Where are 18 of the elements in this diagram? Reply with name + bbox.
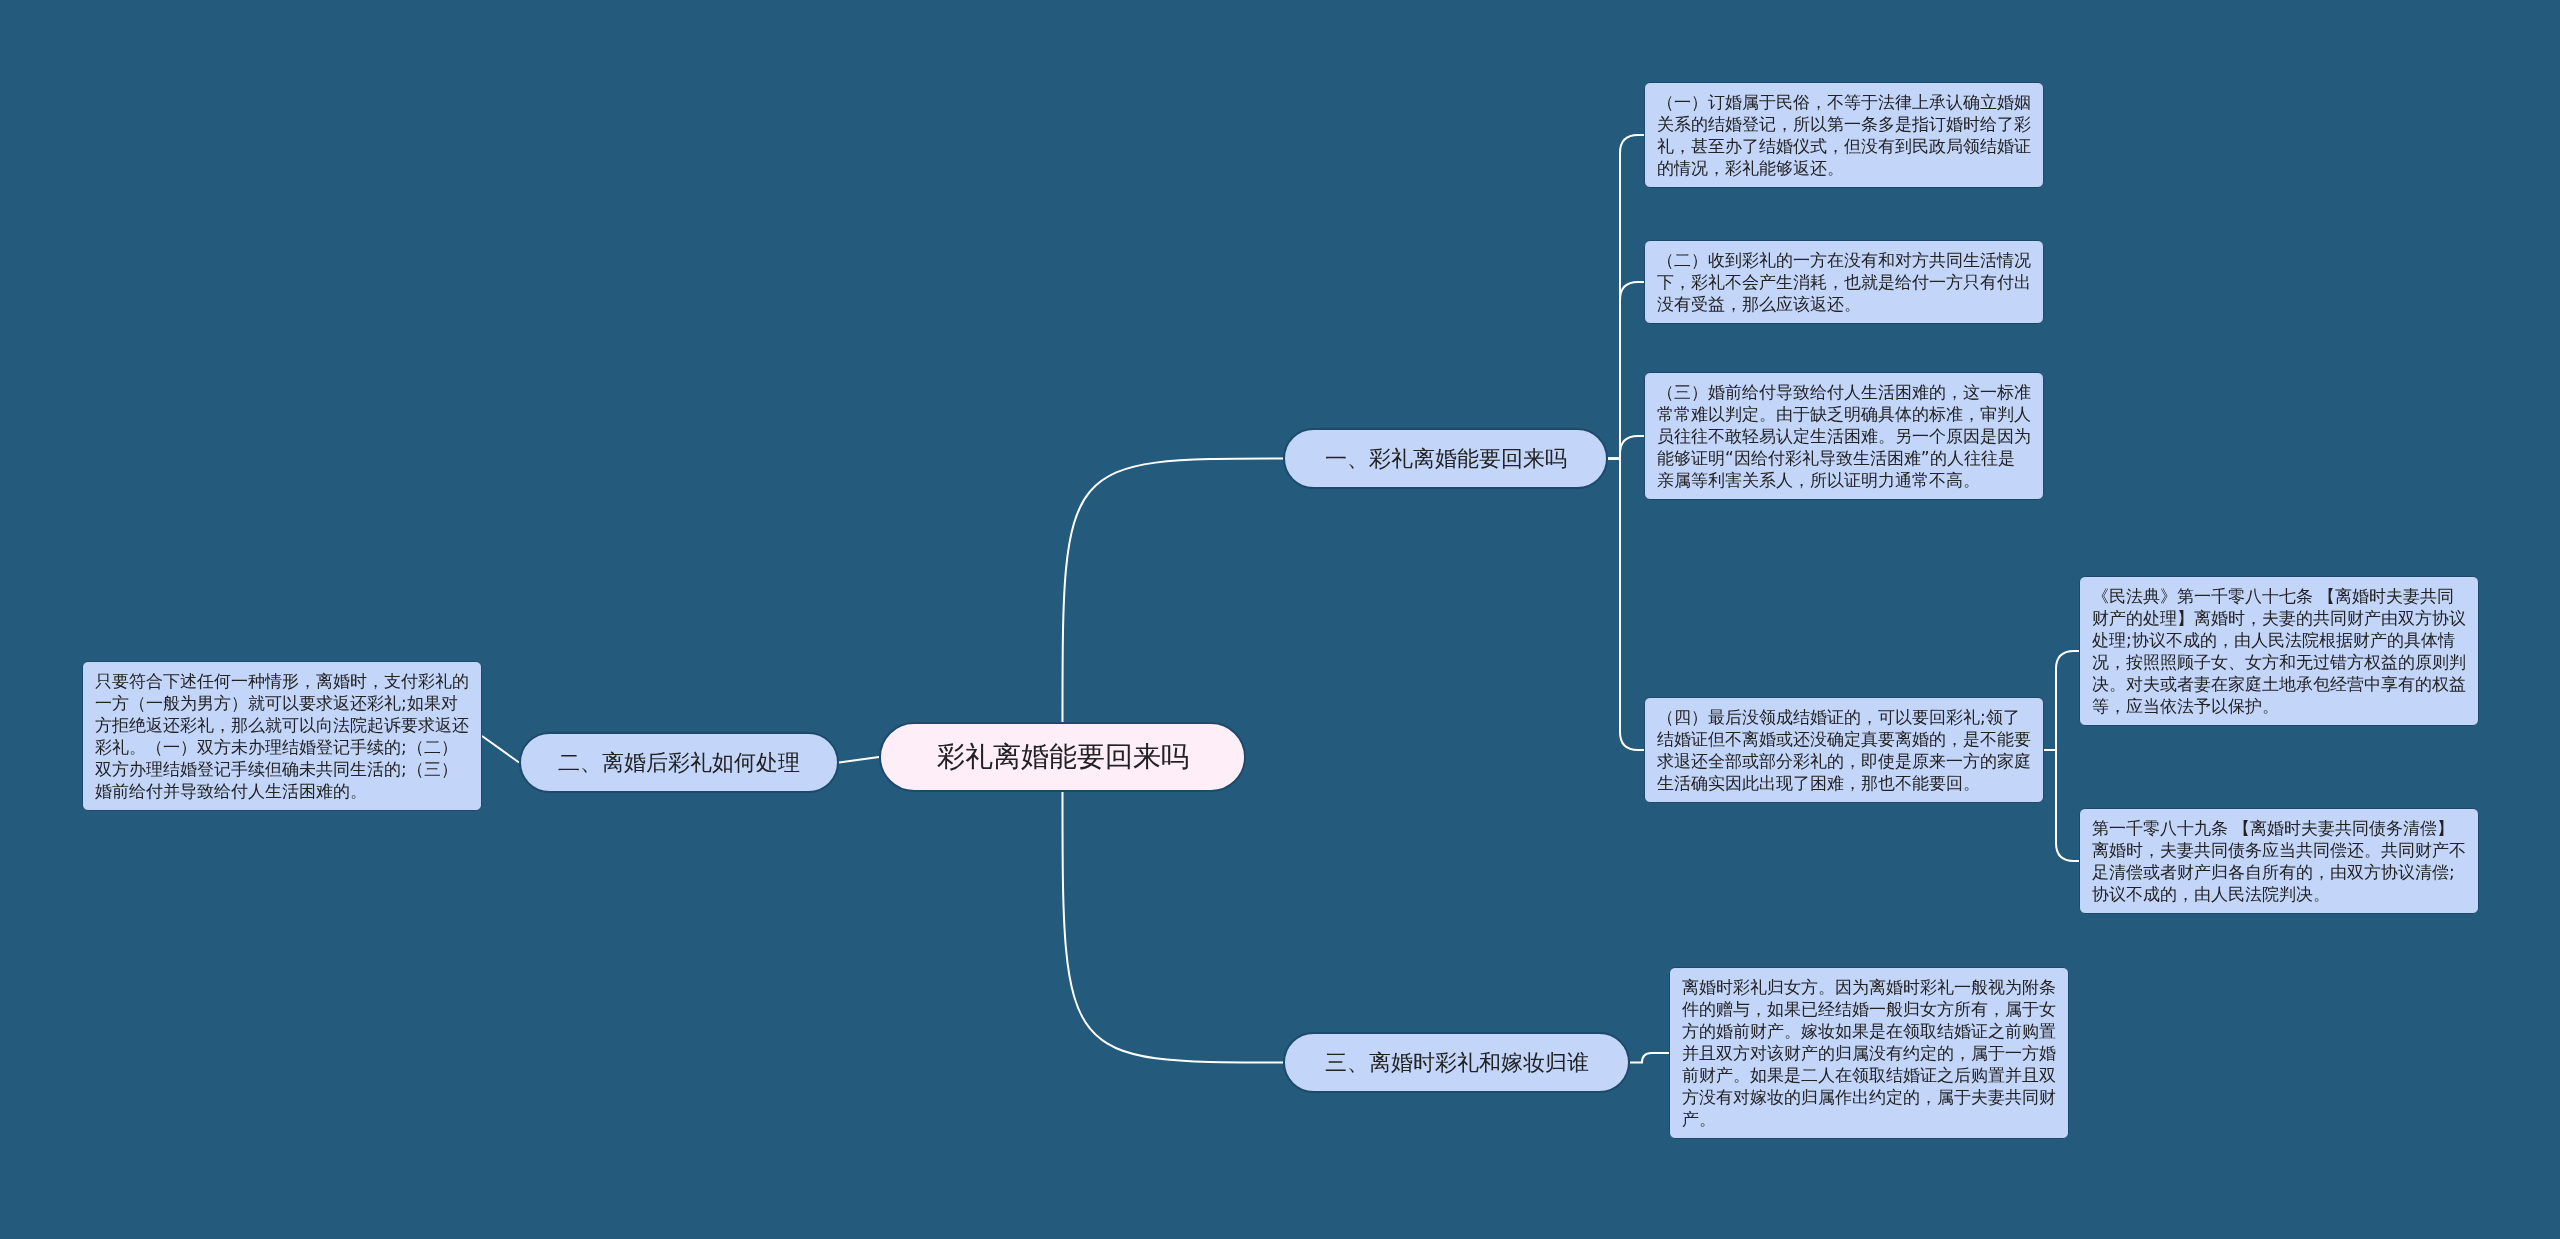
topic-pill: 一、彩礼离婚能要回来吗 bbox=[1283, 428, 1608, 489]
connector-line bbox=[1061, 791, 1284, 1064]
text-card: （二）收到彩礼的一方在没有和对方共同生活情况下，彩礼不会产生消耗，也就是给付一方只有付出没有受益，那么应该返还。 bbox=[1644, 240, 2044, 324]
text-card: （一）订婚属于民俗，不等于法律上承认确立婚姻关系的结婚登记，所以第一条多是指订婚时给了彩礼，甚至办了结婚仪式，但没有到民政局领结婚证的情况，彩礼能够返还。 bbox=[1644, 82, 2044, 188]
text-card: 离婚时彩礼归女方。因为离婚时彩礼一般视为附条件的赠与，如果已经结婚一般归女方所有，属于女方的婚前财产。嫁妆如果是在领取结婚证之前购置并且双方对该财产的归属没有约定的，属于一方婚前财产。如果是二人在领取结婚证之后购置并且双方没有对嫁妆的归属作出约定的，属于夫妻共同财产。 bbox=[1669, 967, 2069, 1139]
text-card: （三）婚前给付导致给付人生活困难的，这一标准常常难以判定。由于缺乏明确具体的标准，审判人员往往不敢轻易认定生活困难。另一个原因是因为能够证明“因给付彩礼导致生活困难”的人往往是亲属等利害关系人，所以证明力通常不高。 bbox=[1644, 372, 2044, 500]
text-card: 《民法典》第一千零八十七条 【离婚时夫妻共同财产的处理】离婚时，夫妻的共同财产由双方协议处理;协议不成的，由人民法院根据财产的具体情况，按照照顾子女、女方和无过错方权益的原则判决。对夫或者妻在家庭土地承包经营中享有的权益等，应当依法予以保护。 bbox=[2079, 576, 2479, 726]
topic-pill: 二、离婚后彩礼如何处理 bbox=[519, 732, 839, 793]
text-card: （四）最后没领成结婚证的，可以要回彩礼;领了结婚证但不离婚或还没确定真要离婚的，是不能要求退还全部或部分彩礼的，即使是原来一方的家庭生活确实因此出现了困难，那也不能要回。 bbox=[1644, 697, 2044, 803]
connector-line bbox=[1607, 457, 1645, 751]
topic-pill: 三、离婚时彩礼和嫁妆归谁 bbox=[1283, 1032, 1630, 1093]
connector-line bbox=[1061, 457, 1284, 723]
connector-line bbox=[1629, 1052, 1670, 1064]
central-topic: 彩礼离婚能要回来吗 bbox=[879, 722, 1246, 792]
text-card: 只要符合下述任何一种情形，离婚时，支付彩礼的一方（一般为男方）就可以要求返还彩礼;如果对方拒绝返还彩礼，那么就可以向法院起诉要求返还彩礼。（一）双方未办理结婚登记手续的;（二）双方办理结婚登记手续但确未共同生活的;（三）婚前给付并导致给付人生活困难的。 bbox=[82, 661, 482, 811]
text-card: 第一千零八十九条 【离婚时夫妻共同债务清偿】离婚时，夫妻共同债务应当共同偿还。共同财产不足清偿或者财产归各自所有的，由双方协议清偿;协议不成的，由人民法院判决。 bbox=[2079, 808, 2479, 914]
connector-line bbox=[838, 756, 880, 764]
connector-line bbox=[481, 735, 520, 764]
